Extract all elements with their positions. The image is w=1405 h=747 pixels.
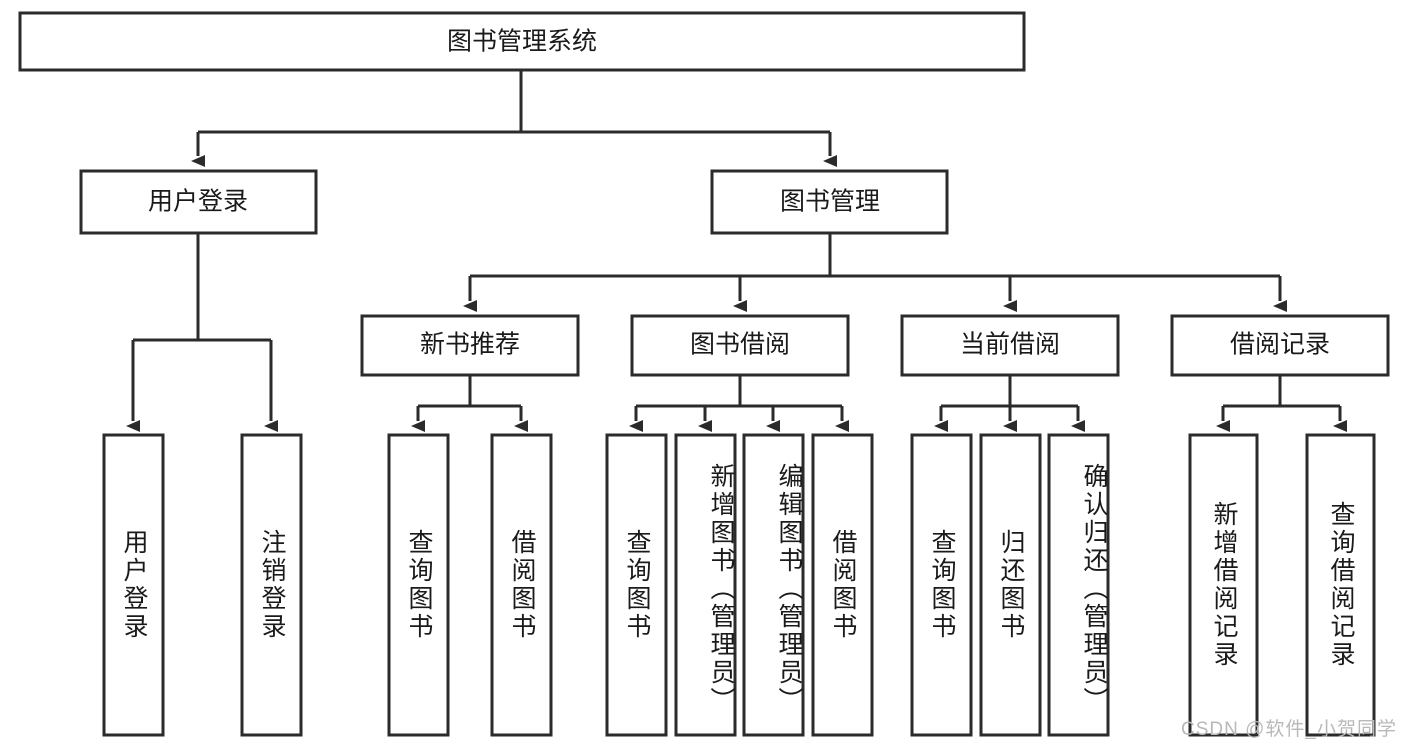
node-current-borrow-box[interactable] <box>900 314 1120 377</box>
leaf-box-add-book-admin[interactable] <box>674 433 737 737</box>
node-user-login-label: 用户登录 <box>148 188 248 216</box>
edge-group-root <box>191 70 837 167</box>
node-user-login-box[interactable] <box>79 169 318 235</box>
node-root[interactable]: 图书管理系统 <box>18 11 1026 72</box>
leaf-box-query-books-3[interactable] <box>910 433 973 737</box>
node-new-book-recommend-box[interactable] <box>360 314 580 377</box>
node-book-management[interactable]: 图书管理 <box>710 169 949 235</box>
node-root-label: 图书管理系统 <box>447 28 597 56</box>
node-new-book-recommend[interactable]: 新书推荐 <box>360 314 580 377</box>
node-book-borrow[interactable]: 图书借阅 <box>630 314 850 377</box>
leaf-boxes[interactable] <box>102 433 1376 737</box>
leaf-box-query-books-2[interactable] <box>605 433 668 737</box>
leaf-box-borrow-books-2[interactable] <box>811 433 874 737</box>
watermark-text: CSDN @软件_小贺同学 <box>1181 719 1397 740</box>
leaf-box-logout[interactable] <box>240 433 303 737</box>
node-book-management-label: 图书管理 <box>780 188 880 216</box>
edge-group-current <box>934 375 1085 432</box>
edge-group-book-mgmt <box>463 233 1287 312</box>
node-borrow-records[interactable]: 借阅记录 <box>1170 314 1390 377</box>
edge-group-records <box>1216 375 1347 432</box>
node-user-login[interactable]: 用户登录 <box>79 169 318 235</box>
leaf-box-borrow-books-1[interactable] <box>490 433 553 737</box>
node-current-borrow[interactable]: 当前借阅 <box>900 314 1120 377</box>
leaf-box-add-borrow-record[interactable] <box>1188 433 1259 737</box>
leaf-box-query-books-1[interactable] <box>387 433 450 737</box>
leaf-box-return-books[interactable] <box>979 433 1042 737</box>
node-book-management-box[interactable] <box>710 169 949 235</box>
node-book-borrow-box[interactable] <box>630 314 850 377</box>
leaf-box-query-borrow-record[interactable] <box>1305 433 1376 737</box>
leaf-box-user-login[interactable] <box>102 433 165 737</box>
node-new-book-recommend-label: 新书推荐 <box>420 331 520 359</box>
node-borrow-records-box[interactable] <box>1170 314 1390 377</box>
node-borrow-records-label: 借阅记录 <box>1230 331 1330 359</box>
edge-group-new-books <box>411 375 528 432</box>
node-book-borrow-label: 图书借阅 <box>690 331 790 359</box>
node-current-borrow-label: 当前借阅 <box>960 331 1060 359</box>
leaf-box-confirm-return-admin[interactable] <box>1047 433 1110 737</box>
edge-group-user-login <box>126 233 278 432</box>
leaf-box-edit-book-admin[interactable] <box>742 433 805 737</box>
node-root-box[interactable] <box>18 11 1026 72</box>
edge-group-borrow <box>629 375 849 432</box>
